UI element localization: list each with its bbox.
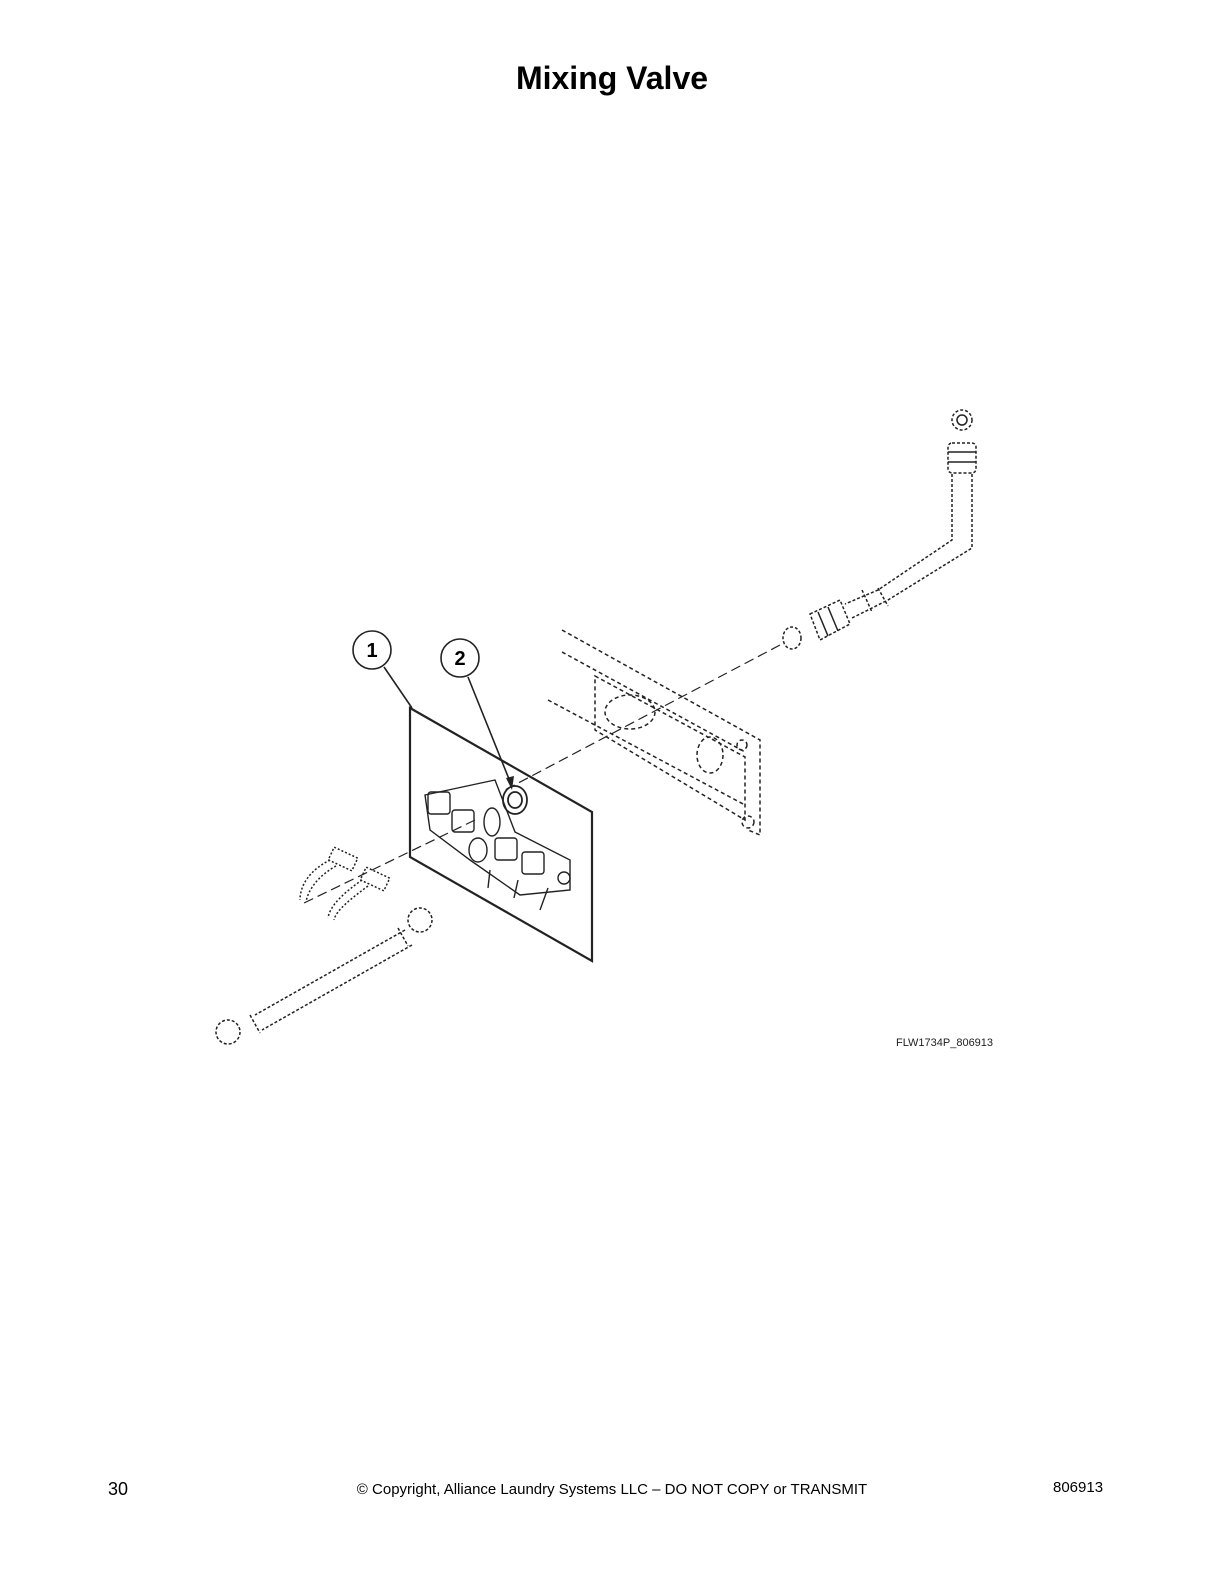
- valve-assembly-outline: [408, 706, 594, 963]
- document-number: 806913: [1053, 1479, 1104, 1496]
- page-title: Mixing Valve: [515, 60, 709, 96]
- inlet-strainer: [502, 785, 528, 815]
- wire-connectors: [299, 846, 391, 921]
- assembly-center-line: [299, 644, 781, 906]
- callout-2-circle: [440, 638, 480, 678]
- callout-1-circle: [352, 630, 392, 670]
- mounting-bracket: [547, 629, 761, 837]
- figure-code: FLW1734P_806913: [896, 1037, 994, 1049]
- callout-1-label: 1: [366, 640, 377, 662]
- hose-end-fitting-top: [947, 409, 977, 474]
- callout-2-arrowhead: [506, 776, 514, 790]
- copyright-notice: © Copyright, Alliance Laundry Systems LL…: [356, 1481, 868, 1498]
- upper-fill-hose: [844, 474, 973, 619]
- page-number: 30: [108, 1479, 129, 1499]
- callout-2-label: 2: [454, 648, 465, 670]
- callout-2-leader: [467, 676, 512, 785]
- callout-1-leader: [383, 666, 413, 709]
- mixing-valve: [424, 779, 571, 911]
- hose-coupling: [782, 598, 851, 650]
- lower-fill-hose: [215, 907, 433, 1045]
